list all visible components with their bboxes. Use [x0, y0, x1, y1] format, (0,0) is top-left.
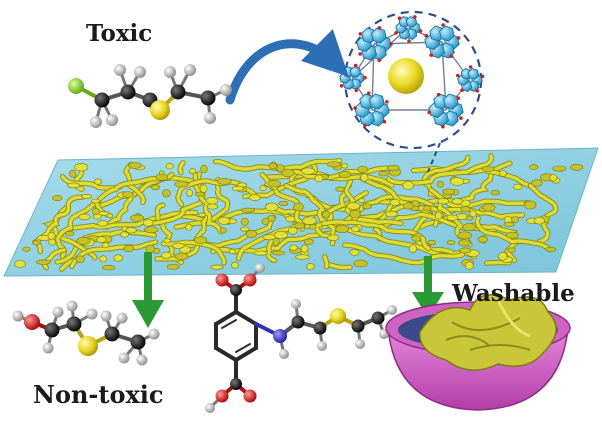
toxic-label: Toxic	[86, 20, 153, 47]
carbon-atom	[313, 321, 327, 335]
nitrogen-atom	[273, 329, 287, 343]
cees-molecule-icon	[68, 64, 232, 128]
sulfur-atom	[150, 100, 170, 120]
non-toxic-label: Non-toxic	[33, 380, 164, 409]
hydrogen-atom	[86, 308, 98, 320]
carbon-atom	[130, 334, 146, 350]
carbon-atom	[230, 378, 242, 390]
hydrogen-atom	[114, 64, 126, 76]
hydrogen-atom	[116, 312, 128, 324]
hydrogen-atom	[118, 352, 130, 364]
hydrogen-atom	[279, 349, 289, 359]
oxygen-atom	[243, 273, 257, 287]
curved-arrow	[225, 29, 349, 105]
hydrogen-atom	[136, 354, 148, 366]
carbon-atom	[371, 311, 385, 325]
down-arrow-right	[412, 256, 444, 318]
fabric	[419, 294, 557, 371]
carbon-atom	[104, 326, 120, 342]
carbon-atom	[66, 316, 82, 332]
mof-zoom-inset	[339, 10, 485, 173]
carbon-atom	[230, 284, 242, 296]
hydrogen-atom	[12, 310, 24, 322]
sulfur-atom	[330, 308, 346, 324]
washable-label: Washable	[452, 280, 575, 307]
hydrogen-atom	[106, 114, 118, 126]
sulfur-guest-sphere	[388, 58, 424, 94]
carbon-atom	[120, 84, 136, 100]
down-arrow-left	[132, 252, 164, 328]
hydrogen-atom	[355, 339, 365, 349]
oxygen-atom	[215, 273, 229, 287]
carbon-atom	[200, 90, 216, 106]
hydrogen-atom	[220, 84, 232, 96]
hydrogen-atom	[66, 300, 78, 312]
hydrogen-atom	[204, 112, 216, 124]
hydrogen-atom	[42, 342, 54, 354]
adduct-molecule-icon	[205, 263, 397, 413]
hydrogen-atom	[52, 306, 64, 318]
hydrogen-atom	[291, 299, 301, 309]
fiber-network	[14, 153, 584, 272]
hydrogen-atom	[255, 263, 265, 273]
sulfur-atom	[78, 336, 98, 356]
hydrogen-atom	[90, 116, 102, 128]
hydrogen-atom	[134, 66, 146, 78]
carbon-atom	[291, 315, 305, 329]
carbon-atom	[351, 319, 365, 333]
hees-molecule-icon	[12, 300, 160, 366]
carbon-atom	[170, 84, 186, 100]
carbon-atom	[44, 322, 60, 338]
hydrogen-atom	[100, 310, 112, 322]
hydrogen-atom	[164, 66, 176, 78]
oxygen-atom	[24, 314, 40, 330]
oxygen-atom	[215, 389, 229, 403]
hydrogen-atom	[387, 305, 397, 315]
hydrogen-atom	[317, 341, 327, 351]
oxygen-atom	[243, 389, 257, 403]
wash-basin-icon	[385, 294, 571, 411]
carbon-atom	[94, 92, 110, 108]
chlorine-atom	[68, 78, 84, 94]
hydrogen-atom	[205, 403, 215, 413]
hydrogen-atom	[148, 328, 160, 340]
hydrogen-atom	[184, 64, 196, 76]
